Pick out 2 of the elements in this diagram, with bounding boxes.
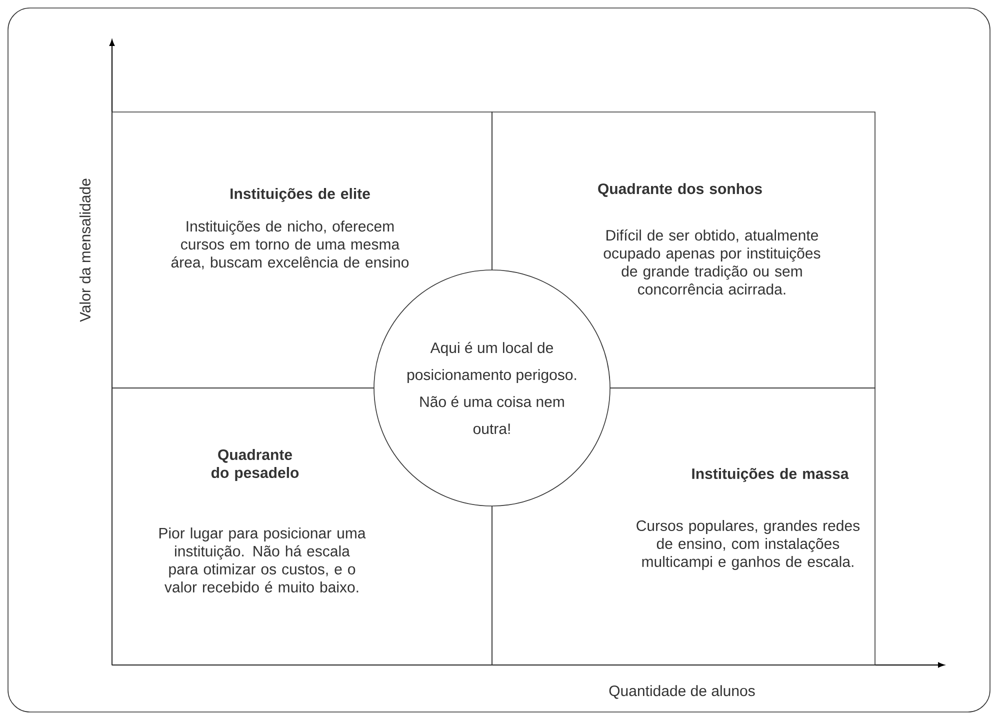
axis-label: Quantidade de alunos <box>609 685 755 699</box>
axis-label: Valor da mensalidade <box>80 178 90 322</box>
